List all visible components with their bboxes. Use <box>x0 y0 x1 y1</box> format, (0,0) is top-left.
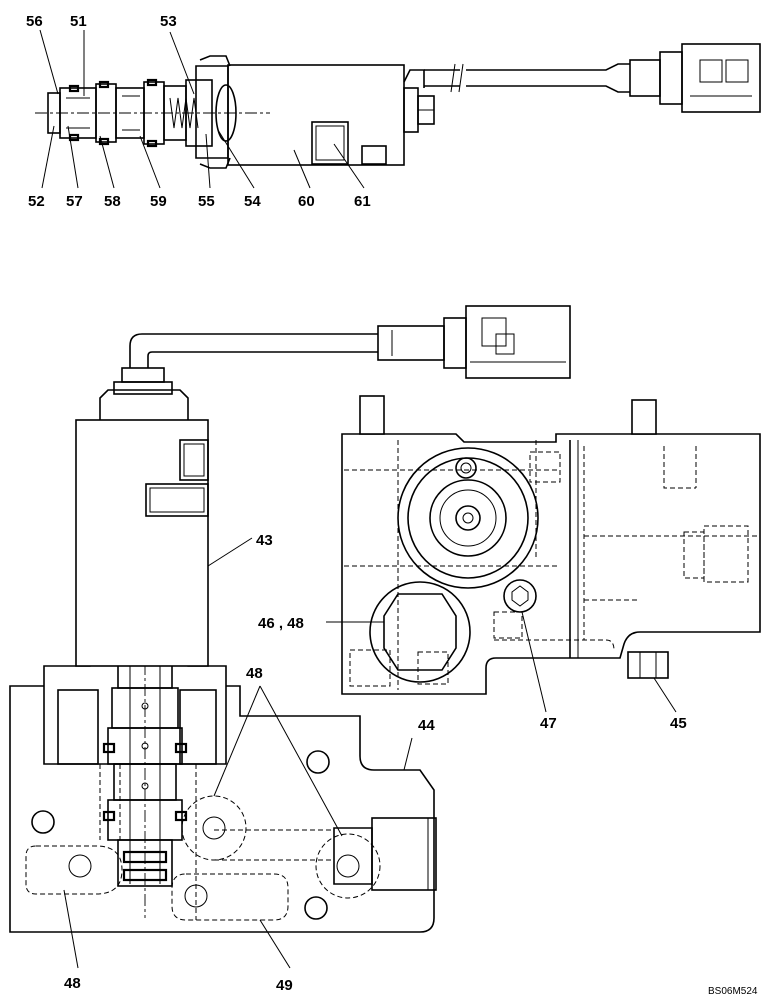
callout-52: 52 <box>28 193 45 210</box>
callout-49: 49 <box>276 977 293 994</box>
callout-44: 44 <box>418 717 435 734</box>
callout-47: 47 <box>540 715 557 732</box>
callout-53: 53 <box>160 13 177 30</box>
valve-block-assembly: 46 , 48 47 45 <box>258 395 761 732</box>
plug-46 <box>369 581 471 683</box>
mount-tab <box>631 399 657 435</box>
bolt-hole <box>306 750 330 774</box>
callout-43: 43 <box>256 532 273 549</box>
callout-54: 54 <box>244 193 261 210</box>
drawing-reference-code: BS06M524 <box>708 986 758 997</box>
block-hidden-lines <box>344 440 760 690</box>
callout-45: 45 <box>670 715 687 732</box>
solenoid-coil <box>227 64 435 166</box>
callout-48-lower: 48 <box>64 975 81 992</box>
top-solenoid-assembly: 56 51 53 52 57 58 59 55 54 60 61 <box>26 13 761 210</box>
bolt-hole <box>31 810 55 834</box>
solenoid-coil-43 <box>75 367 209 667</box>
valve-callouts: 43 44 48 48 49 <box>64 532 435 994</box>
plug-45 <box>627 651 669 679</box>
solenoid-cable <box>424 43 761 113</box>
cartridge-spool <box>35 78 270 148</box>
solenoid-valve-assembly: 43 44 48 48 49 <box>9 305 571 994</box>
callout-51: 51 <box>70 13 87 30</box>
mount-tab <box>359 395 385 435</box>
callout-61: 61 <box>354 193 371 210</box>
valve-leader-lines <box>63 537 413 969</box>
valve-cable <box>129 305 571 379</box>
callout-56: 56 <box>26 13 43 30</box>
block-callouts: 46 , 48 47 45 <box>258 615 687 732</box>
solenoid-port-boss <box>397 447 539 589</box>
callout-58: 58 <box>104 193 121 210</box>
solenoid-flange <box>195 55 237 169</box>
callout-48-upper: 48 <box>246 665 263 682</box>
callout-55: 55 <box>198 193 215 210</box>
callout-60: 60 <box>298 193 315 210</box>
callout-57: 57 <box>66 193 83 210</box>
bolt-hole <box>304 896 328 920</box>
valve-block-body <box>341 433 761 695</box>
top-leader-lines <box>39 29 365 189</box>
block-leader-lines <box>326 611 677 713</box>
callout-46-48: 46 , 48 <box>258 615 304 632</box>
callout-59: 59 <box>150 193 167 210</box>
top-callouts: 56 51 53 52 57 58 59 55 54 60 61 <box>26 13 371 210</box>
